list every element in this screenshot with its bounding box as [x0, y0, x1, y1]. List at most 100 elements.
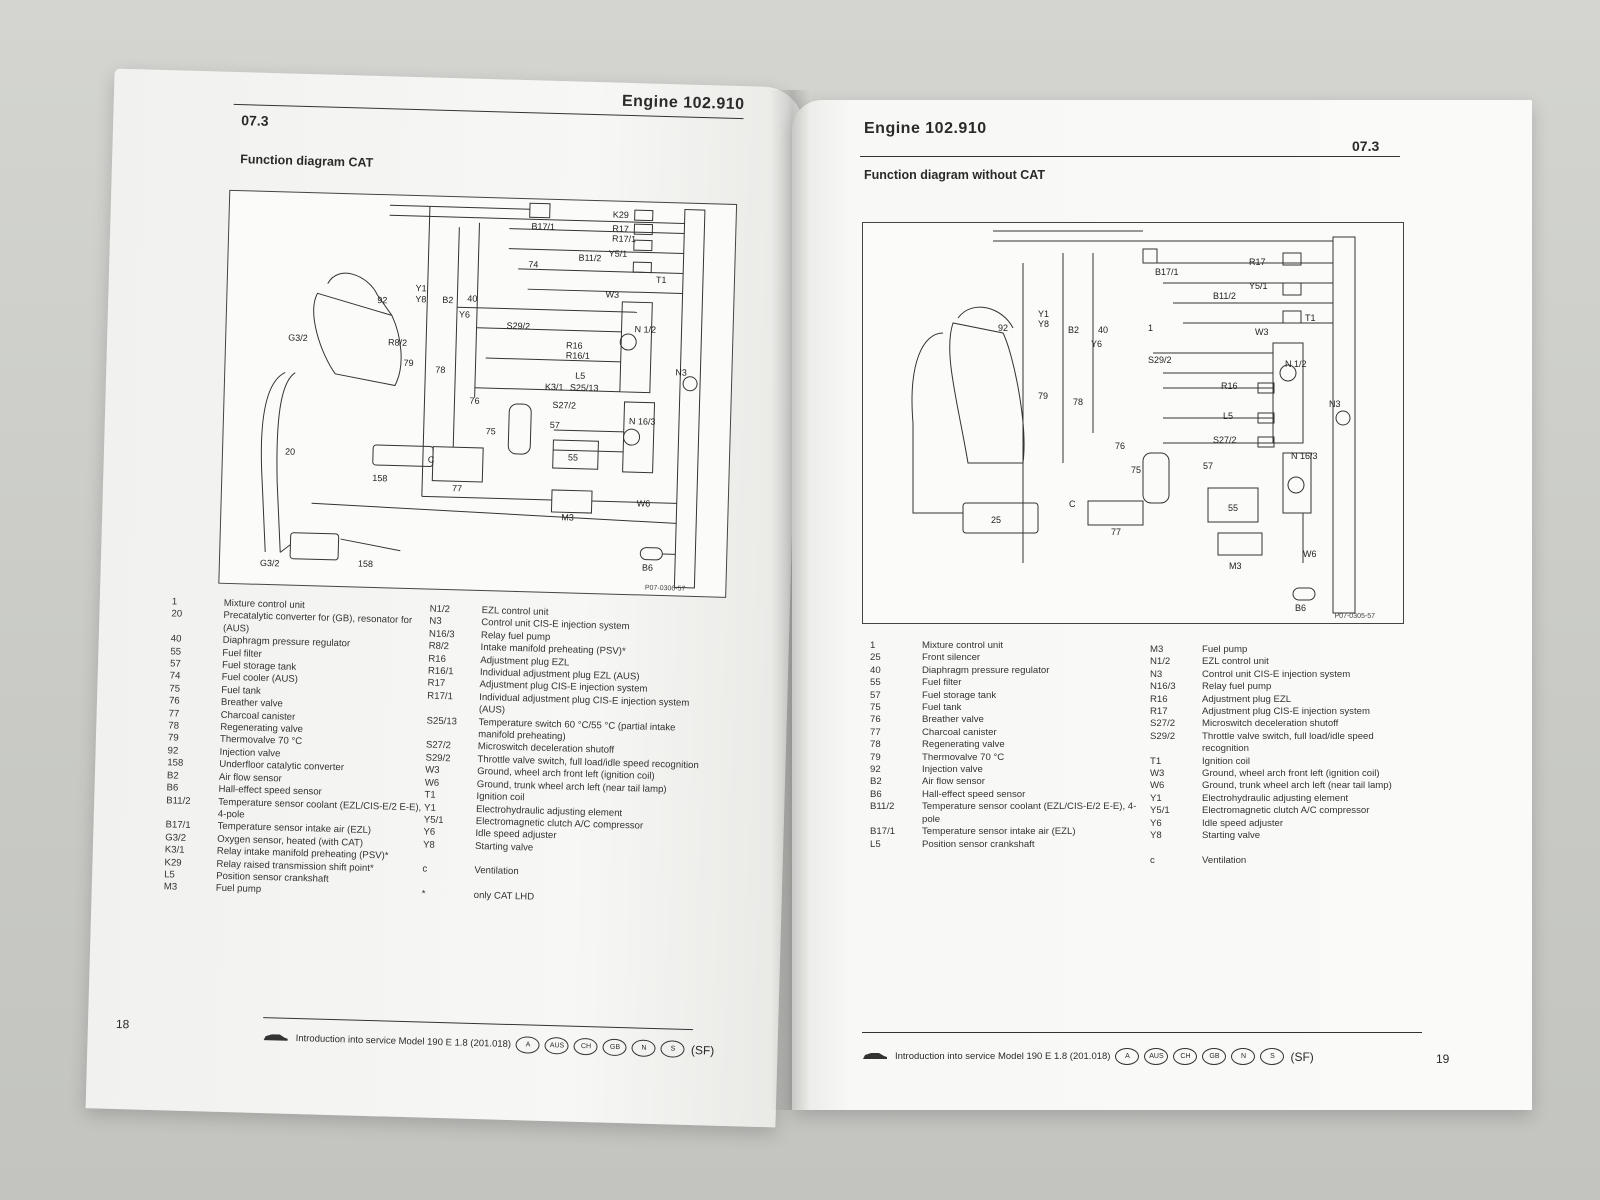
legend-code: B11/2: [870, 801, 895, 813]
market-badge: A: [1115, 1048, 1140, 1065]
left-label-40: 40: [467, 294, 477, 304]
legend-row: B6 Hall-effect speed sensor: [870, 789, 1150, 801]
legend-description: Ground, wheel arch front left (ignition …: [1202, 768, 1380, 780]
legend-description: Thermovalve 70 °C: [922, 751, 1005, 763]
legend-code: 20: [171, 608, 183, 621]
left-page: 07.3 Engine 102.910 Function diagram CAT: [85, 68, 805, 1128]
legend-code: S25/13: [426, 715, 458, 728]
legend-code: R17/1: [427, 690, 454, 703]
legend-code: *: [421, 887, 426, 900]
market-badge: GB: [602, 1038, 628, 1057]
legend-description: Idle speed adjuster: [1202, 817, 1284, 829]
right-footer-text: Introduction into service Model 190 E 1.…: [895, 1051, 1111, 1062]
market-badge: AUS: [1144, 1048, 1169, 1065]
left-label-76: 76: [469, 396, 479, 406]
legend-code: Y5/1: [1150, 805, 1170, 817]
right-label-55: 55: [1228, 503, 1238, 513]
left-engine-title: Engine 102.910: [621, 92, 745, 114]
right-label-40: 40: [1098, 325, 1108, 335]
right-label-w3: W3: [1255, 327, 1269, 337]
market-badge: N: [1231, 1048, 1256, 1065]
legend-code: B6: [870, 788, 882, 800]
left-label-w3: W3: [605, 289, 619, 299]
legend-code: c: [1150, 854, 1155, 866]
right-label-57: 57: [1203, 461, 1213, 471]
right-label-t1: T1: [1305, 313, 1316, 323]
left-label-r16-1: R16/1: [566, 350, 590, 361]
legend-code: S29/2: [1150, 730, 1176, 742]
right-page: Engine 102.910 07.3 Function diagram wit…: [792, 100, 1532, 1110]
right-label-r16: R16: [1221, 381, 1238, 391]
market-badge: N: [631, 1039, 657, 1058]
market-badge: CH: [573, 1037, 599, 1056]
legend-description: Microswitch deceleration shutoff: [1202, 718, 1339, 730]
left-diagram-svg: K29 R17 R17/1 Y5/1 B11/2 T1 W3 B17/1 74 …: [260, 202, 706, 589]
left-label-s29-2: S29/2: [506, 321, 530, 332]
legend-code: R16: [1150, 693, 1168, 705]
right-diagram-title: Function diagram without CAT: [864, 168, 1045, 182]
legend-code: B11/2: [166, 794, 191, 807]
left-label-y1: Y1: [416, 283, 427, 293]
legend-description: Regenerating valve: [922, 739, 1005, 751]
left-function-diagram: K29 R17 R17/1 Y5/1 B11/2 T1 W3 B17/1 74 …: [218, 189, 738, 598]
left-label-55: 55: [568, 452, 578, 462]
right-label-m3: M3: [1229, 561, 1242, 571]
right-label-b2: B2: [1068, 325, 1079, 335]
legend-description: Hall-effect speed sensor: [922, 788, 1026, 800]
legend-description: Control unit CIS-E injection system: [1202, 668, 1351, 680]
right-label-y5-1: Y5/1: [1249, 281, 1268, 291]
left-label-n1-2: N 1/2: [634, 324, 656, 335]
left-label-r8-2: R8/2: [388, 337, 407, 348]
right-label-r17: R17: [1249, 257, 1266, 267]
left-label-w6: W6: [637, 498, 651, 508]
legend-code: 55: [870, 677, 881, 689]
right-label-l5: L5: [1223, 411, 1233, 421]
legend-code: Y8: [1150, 830, 1162, 842]
legend-code: 25: [870, 652, 881, 664]
legend-description: Electromagnetic clutch A/C compressor: [1202, 805, 1370, 817]
legend-row: N3 Control unit CIS-E injection system: [1150, 669, 1420, 681]
legend-code: 1: [870, 640, 876, 651]
legend-description: Ventilation: [1202, 854, 1247, 866]
right-label-s27-2: S27/2: [1213, 435, 1237, 445]
legend-description: Ignition coil: [1202, 755, 1250, 767]
left-label-k3-1: K3/1: [545, 382, 564, 393]
legend-code: 78: [870, 739, 881, 751]
market-badge-tail: (SF): [1290, 1049, 1314, 1064]
right-label-n1-2: N 1/2: [1285, 359, 1307, 369]
left-label-n16-3: N 16/3: [629, 416, 656, 427]
legend-description: Temperature sensor intake air (EZL): [922, 826, 1076, 838]
legend-code: W3: [1150, 768, 1165, 780]
legend-row: Y5/1 Electromagnetic clutch A/C compresso…: [1150, 805, 1420, 817]
left-label-158-top: 158: [372, 473, 387, 483]
legend-code: B2: [870, 776, 882, 788]
right-label-n16-3: N 16/3: [1291, 451, 1318, 461]
market-badge: CH: [1173, 1048, 1198, 1065]
market-badge: GB: [1202, 1048, 1227, 1065]
left-label-g3-2-top: G3/2: [288, 333, 308, 344]
left-footer-rule: [263, 1017, 694, 1031]
right-engine-title: Engine 102.910: [864, 120, 987, 137]
left-label-79: 79: [403, 358, 413, 368]
left-label-20: 20: [285, 446, 295, 456]
right-label-79: 79: [1038, 391, 1048, 401]
right-label-78: 78: [1073, 397, 1083, 407]
legend-code: 75: [870, 702, 881, 714]
legend-description: Diaphragm pressure regulator: [922, 664, 1050, 676]
left-label-s25-13: S25/13: [570, 382, 599, 393]
right-diagram-labels: B17/1 R17 Y5/1 B11/2 T1 92 Y1 Y8 B2 40 1…: [991, 257, 1341, 613]
legend-code: N3: [1150, 668, 1163, 680]
right-section-number: 07.3: [1352, 138, 1380, 154]
